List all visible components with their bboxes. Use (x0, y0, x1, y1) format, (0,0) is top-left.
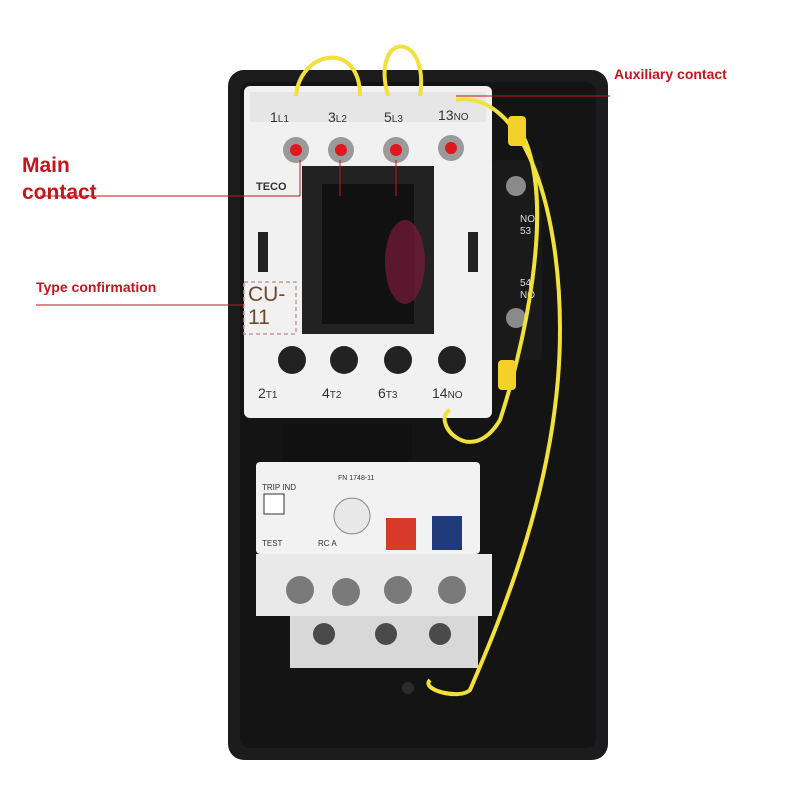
model-line-2: 11 (248, 306, 270, 329)
bottom-label-14: 14NO (432, 385, 463, 401)
svg-text:NO: NO (520, 214, 535, 225)
svg-text:TRIP IND: TRIP IND (262, 483, 296, 492)
type-confirmation-callout: Type confirmation (36, 279, 157, 295)
main-contact-callout: Main contact (22, 154, 97, 204)
brand-label: TECO (256, 181, 287, 193)
svg-text:53: 53 (520, 226, 532, 237)
bottom-label-6: 6T3 (378, 385, 398, 401)
yellow-wires (294, 44, 563, 697)
svg-text:RC A: RC A (318, 539, 337, 548)
bottom-label-4: 4T2 (322, 385, 342, 401)
svg-text:54: 54 (520, 278, 532, 289)
auxiliary-contact-callout: Auxiliary contact (614, 66, 727, 82)
model-label: CU- 11 (248, 283, 294, 331)
side-slot-left (258, 232, 268, 272)
enclosure-screw-hole (402, 682, 414, 694)
top-label-1: 1L1 (270, 109, 289, 125)
wire-terminals (498, 116, 526, 390)
side-slot-right (468, 232, 478, 272)
top-label-5: 5L3 (384, 109, 403, 125)
top-label-3: 3L2 (328, 109, 347, 125)
svg-text:NO: NO (520, 290, 535, 301)
model-line-1: CU- (248, 283, 286, 306)
svg-text:FN 1748-11: FN 1748-11 (338, 475, 375, 482)
svg-text:TEST: TEST (262, 539, 283, 548)
top-label-13: 13NO (438, 107, 469, 123)
overload-relay: TRIP IND FN 1748-11 TEST RC A (256, 424, 492, 668)
model-dashed-box (243, 281, 297, 335)
bottom-label-2: 2T1 (258, 385, 278, 401)
contactor-top-rail (250, 92, 486, 122)
armature-glare (385, 220, 425, 304)
top-terminals (283, 135, 464, 163)
bottom-terminals (278, 346, 466, 374)
callout-lines (36, 95, 610, 306)
